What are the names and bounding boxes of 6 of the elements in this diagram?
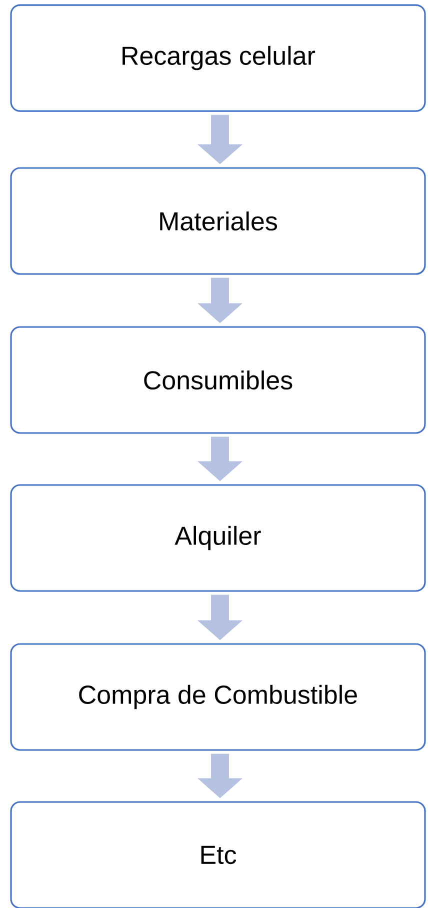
process-box: Etc: [10, 801, 426, 908]
process-box: Alquiler: [10, 484, 426, 592]
process-box: Consumibles: [10, 326, 426, 434]
process-box: Materiales: [10, 167, 426, 275]
process-box: Recargas celular: [10, 4, 426, 112]
process-box: Compra de Combustible: [10, 643, 426, 751]
